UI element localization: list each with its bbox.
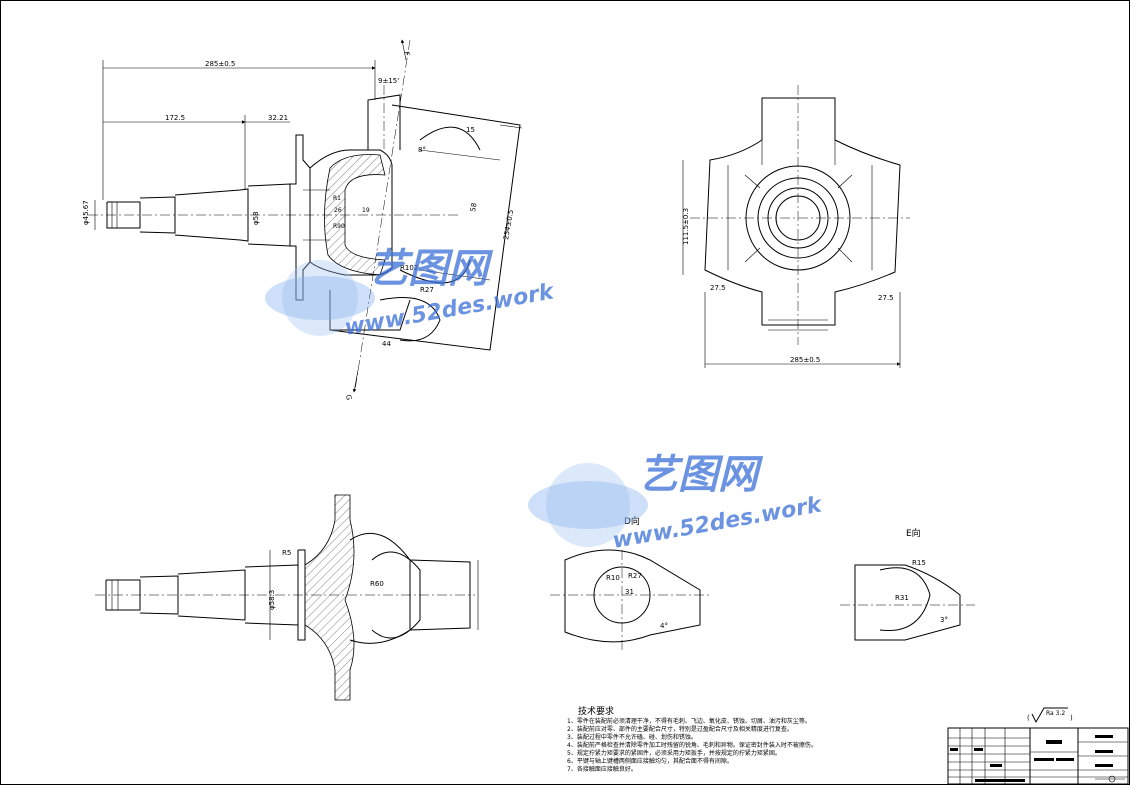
dir-g-label: G: [344, 394, 353, 401]
view-e: E向 R15 R31 3°: [840, 527, 975, 641]
view-e-label: E向: [906, 527, 921, 539]
dim-b-dia: φ58.3: [268, 590, 276, 610]
dim-top-total: 285±0.5: [205, 60, 235, 68]
dim-front-width: 285±0.5: [790, 356, 820, 364]
tech-line-2: 2、装配前应对零、部件的主要配合尺寸，特别是过盈配合尺寸及相关精度进行复查。: [567, 725, 793, 733]
dim-19: 19: [362, 207, 370, 214]
tech-line-7: 7、各接触面应接触良好。: [567, 765, 637, 773]
dim-right-len: 254±0.5: [502, 209, 515, 240]
dim-e-3: 3°: [940, 616, 948, 624]
dim-d-31: 31: [625, 588, 634, 596]
dim-mid-dia: φ58: [252, 211, 260, 225]
dim-r102: R102: [400, 264, 418, 272]
tech-line-3: 3、装配过程中零件不允许磕、碰、划伤和锈蚀。: [567, 733, 697, 741]
view-d-label: D向: [624, 515, 640, 527]
roughness-close: ): [1070, 714, 1073, 722]
dim-58: 58: [469, 202, 478, 212]
tech-line-6: 6、平键与轴上键槽两侧面应接触均匀，其配合面不得有间隙。: [567, 757, 733, 765]
roughness-open: (: [1027, 714, 1030, 722]
dim-r90: R90: [333, 223, 345, 230]
watermark-cn-2: 艺图网: [638, 452, 764, 498]
roughness-symbol: ( Ra 3.2 ): [1027, 707, 1073, 724]
dim-left-dia: φ45.67: [82, 200, 90, 225]
dim-d-r27: R27: [628, 572, 642, 580]
dim-r1: R1: [333, 195, 341, 202]
tech-line-5: 5、规定拧紧力矩要求的紧固件，必须采用力矩扳手，并按规定的拧紧力矩紧固。: [567, 749, 781, 757]
tech-line-1: 1、零件在装配前必须清理干净，不得有毛刺、飞边、氧化皮、锈蚀、切屑、油污和灰尘等…: [567, 717, 811, 725]
tech-line-4: 4、装配前严格检查并清除零件加工时残留的锐角、毛刺和异物。保证密封件装入时不被擦…: [567, 741, 817, 749]
dim-d-4: 4°: [660, 622, 668, 630]
dim-15: 15: [466, 126, 475, 134]
watermark-1: 艺图网 www.52des.work: [265, 246, 557, 341]
dim-26: 26: [334, 207, 342, 214]
front-view: 111.5±0.3 285±0.5 27.5 27.5: [682, 85, 910, 368]
watermark-2: 艺图网 www.52des.work: [528, 452, 825, 554]
tech-requirements: 技术要求 1、零件在装配前必须清理干净，不得有毛刺、飞边、氧化皮、锈蚀、切屑、油…: [567, 705, 817, 773]
dim-b-r60: R60: [370, 580, 384, 588]
tech-title: 技术要求: [578, 705, 614, 717]
dim-front-275a: 27.5: [710, 284, 726, 292]
dim-front-height: 111.5±0.3: [682, 208, 690, 245]
dim-e-r31: R31: [895, 594, 909, 602]
view-d: D向 R10 R27 31 4°: [550, 515, 710, 650]
section-view: φ58.3 R60 R5: [95, 494, 479, 701]
dim-e-r15: R15: [912, 559, 926, 567]
dim-angle: 8°: [418, 146, 426, 154]
roughness-value: Ra 3.2: [1046, 710, 1065, 717]
dim-d-r10: R10: [606, 574, 620, 582]
dim-r27: R27: [420, 286, 434, 294]
dim-top-small: 32.21: [268, 114, 288, 122]
dim-44: 44: [382, 340, 391, 348]
dim-b-r5: R5: [282, 549, 291, 557]
watermark-cn-1: 艺图网: [368, 246, 494, 292]
title-block: [947, 727, 1129, 785]
main-view: F G 285±0.5 172.5 32.21 9±15' φ45.67 φ58…: [82, 39, 523, 401]
dim-front-275b: 27.5: [878, 294, 894, 302]
dim-top-angle: 9±15': [378, 77, 399, 85]
dir-f-label: F: [402, 51, 411, 56]
dim-top-mid: 172.5: [165, 114, 185, 122]
